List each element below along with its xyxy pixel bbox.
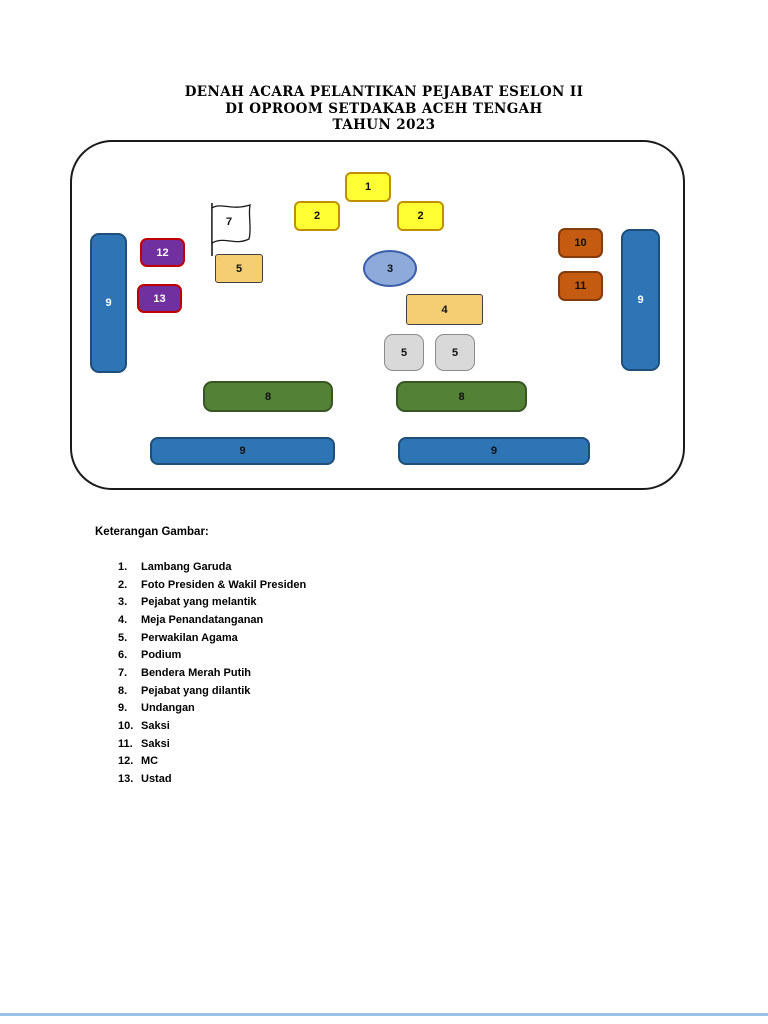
legend-item-number: 3. <box>118 596 128 609</box>
title-line-3: TAHUN 2023 <box>332 117 436 133</box>
legend-item-2: 2. Foto Presiden & Wakil Presiden <box>118 576 306 594</box>
legend-item-number: 6. <box>118 649 128 662</box>
box-12-mc: 12 <box>140 238 185 267</box>
legend-item-number: 7. <box>118 666 128 679</box>
legend-list: 1. Lambang Garuda 2. Foto Presiden & Wak… <box>118 558 306 788</box>
legend-item-label: Perwakilan Agama <box>141 631 238 644</box>
legend-item-number: 1. <box>118 560 128 573</box>
page-title: DENAH ACARA PELANTIKAN PEJABAT ESELON II… <box>0 84 768 134</box>
bar-8-pejabat-yang-dilantik-left: 8 <box>203 381 333 412</box>
flag-number: 7 <box>225 216 233 228</box>
legend-item-number: 4. <box>118 613 128 626</box>
legend-item-label: Bendera Merah Putih <box>141 666 252 679</box>
legend-item-label: Saksi <box>141 737 170 750</box>
legend-item-11: 11. Saksi <box>118 735 306 753</box>
box-1-lambang-garuda: 1 <box>345 172 391 202</box>
legend-item-label: MC <box>141 755 159 768</box>
flag-7-bendera-merah-putih: 7 <box>204 201 258 259</box>
box-11-saksi: 11 <box>558 271 603 301</box>
flag-icon <box>211 203 251 256</box>
legend-heading: Keterangan Gambar: <box>95 526 209 538</box>
legend-item-label: Foto Presiden & Wakil Presiden <box>141 578 307 591</box>
ellipse-3-pejabat-yang-melantik: 3 <box>363 250 417 287</box>
legend-item-4: 4. Meja Penandatanganan <box>118 611 306 629</box>
box-4-meja-penandatanganan: 4 <box>406 294 483 325</box>
legend-item-number: 9. <box>118 702 128 715</box>
legend-item-6: 6. Podium <box>118 646 306 664</box>
legend-item-12: 12. MC <box>118 753 306 771</box>
legend-item-3: 3. Pejabat yang melantik <box>118 593 306 611</box>
page-bottom-divider <box>0 1013 768 1016</box>
legend-item-number: 12. <box>118 755 134 768</box>
legend-item-number: 2. <box>118 578 128 591</box>
legend-item-number: 10. <box>118 720 134 733</box>
box-10-saksi: 10 <box>558 228 603 258</box>
legend-item-8: 8. Pejabat yang dilantik <box>118 682 306 700</box>
box-5-perwakilan-agama-left: 5 <box>384 334 424 371</box>
bar-9-undangan-right-vertical: 9 <box>621 229 660 371</box>
legend-item-label: Podium <box>141 649 182 662</box>
legend-item-number: 13. <box>118 773 134 786</box>
box-5-perwakilan-agama-right: 5 <box>435 334 475 371</box>
legend-item-label: Pejabat yang dilantik <box>141 684 251 697</box>
legend-item-label: Ustad <box>141 773 172 786</box>
box-5-tan: 5 <box>215 254 263 283</box>
legend-item-label: Meja Penandatanganan <box>141 613 264 626</box>
legend-item-9: 9. Undangan <box>118 700 306 718</box>
box-13-ustad: 13 <box>137 284 182 313</box>
box-2-foto-presiden-left: 2 <box>294 201 340 231</box>
legend-item-5: 5. Perwakilan Agama <box>118 629 306 647</box>
bar-9-undangan-bottom-right: 9 <box>398 437 590 465</box>
legend-item-number: 8. <box>118 684 128 697</box>
box-2-foto-presiden-right: 2 <box>397 201 444 231</box>
legend-item-1: 1. Lambang Garuda <box>118 558 306 576</box>
bar-9-undangan-bottom-left: 9 <box>150 437 335 465</box>
legend-item-number: 5. <box>118 631 128 644</box>
bar-8-pejabat-yang-dilantik-right: 8 <box>396 381 527 412</box>
legend-item-label: Saksi <box>141 720 170 733</box>
legend-item-label: Lambang Garuda <box>141 560 232 573</box>
legend-item-7: 7. Bendera Merah Putih <box>118 664 306 682</box>
legend-item-13: 13. Ustad <box>118 770 306 788</box>
legend-item-label: Undangan <box>141 702 195 715</box>
legend-item-10: 10. Saksi <box>118 717 306 735</box>
legend-item-number: 11. <box>118 737 133 750</box>
title-line-1: DENAH ACARA PELANTIKAN PEJABAT ESELON II <box>184 84 584 100</box>
title-line-2: DI OPROOM SETDAKAB ACEH TENGAH <box>225 100 543 117</box>
legend-item-label: Pejabat yang melantik <box>141 596 257 609</box>
bar-9-undangan-left-vertical: 9 <box>90 233 127 373</box>
